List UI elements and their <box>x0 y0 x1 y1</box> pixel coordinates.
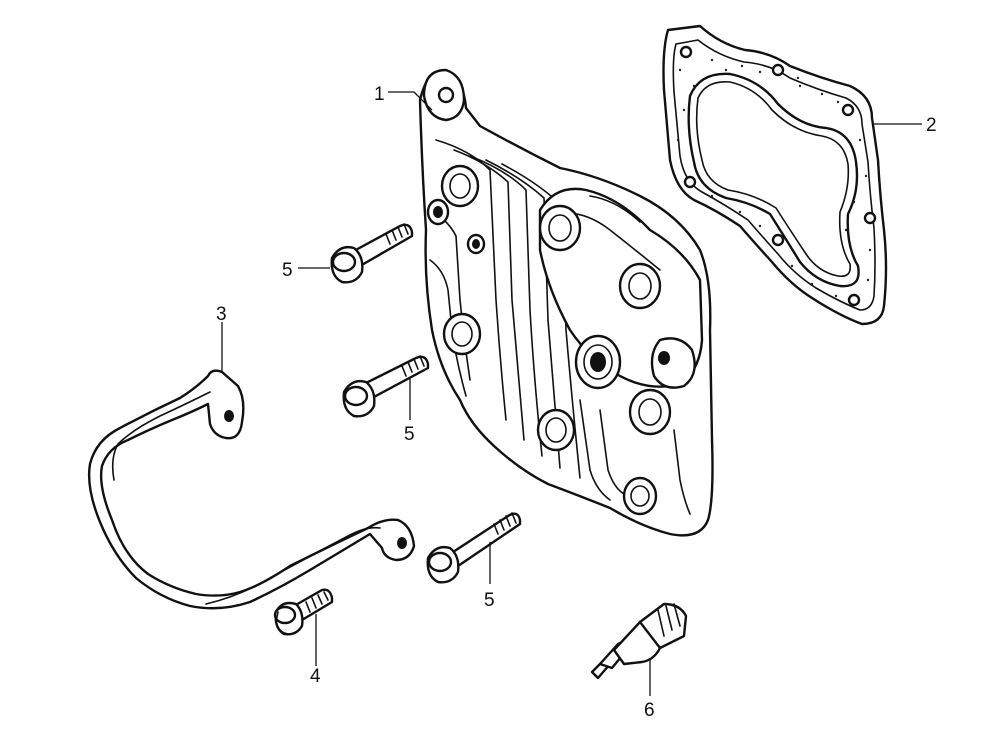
callout-5-lower: 5 <box>484 542 495 611</box>
gasket-texture <box>676 58 872 298</box>
callout-4-label: 4 <box>310 666 321 687</box>
bolt-upper <box>330 223 414 284</box>
callout-6: 6 <box>644 660 655 721</box>
bolt-small <box>273 588 334 636</box>
bolt-middle <box>342 355 430 418</box>
callout-5-middle: 5 <box>404 378 415 445</box>
callout-3: 3 <box>216 304 227 372</box>
callout-5-middle-label: 5 <box>404 424 415 445</box>
callout-5-lower-label: 5 <box>484 590 495 611</box>
spark-plug <box>590 602 688 680</box>
callout-3-label: 3 <box>216 304 227 325</box>
callout-2: 2 <box>874 115 937 136</box>
callout-5-upper-label: 5 <box>282 260 293 281</box>
callout-5-upper: 5 <box>282 260 330 281</box>
callout-2-label: 2 <box>926 115 937 136</box>
lifting-bracket <box>87 369 416 610</box>
bolt-lower <box>426 512 522 584</box>
head-gasket <box>662 24 888 326</box>
callout-4: 4 <box>310 614 321 687</box>
callout-1-label: 1 <box>374 84 385 105</box>
callout-6-label: 6 <box>644 700 655 721</box>
cylinder-head <box>418 68 714 537</box>
callout-1: 1 <box>374 84 433 111</box>
